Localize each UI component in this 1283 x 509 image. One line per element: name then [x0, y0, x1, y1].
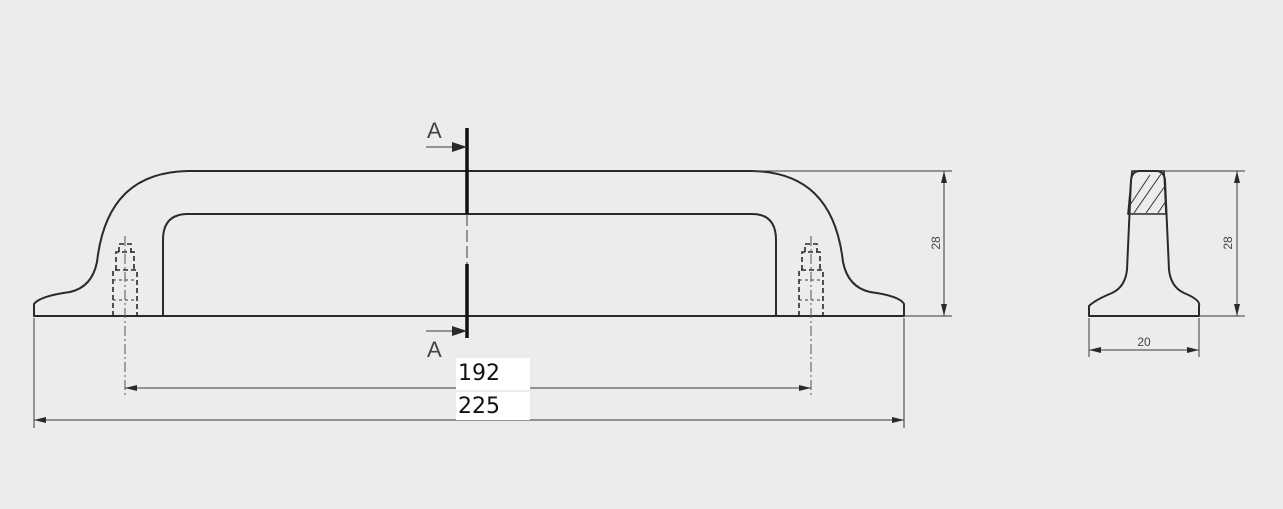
side-view-profile — [1088, 170, 1201, 317]
handle-outer-contour — [33, 170, 905, 317]
section-label-bottom: A — [427, 337, 442, 362]
dimension-192-text: 192 — [458, 361, 500, 386]
dimension-20-line — [1089, 347, 1199, 353]
section-label-top: A — [427, 118, 442, 143]
section-arrow-top — [426, 142, 467, 152]
handle-inner-opening — [162, 213, 777, 316]
dimension-225-line — [34, 417, 904, 423]
dimension-28-front-line — [941, 171, 947, 316]
dimension-192-label: 192 — [456, 358, 530, 390]
section-arrow-bottom — [426, 326, 467, 336]
section-hatch — [1127, 170, 1167, 215]
dimension-20-text: 20 — [1137, 335, 1151, 349]
dimension-225-text: 225 — [458, 394, 500, 419]
dimension-28-side-line — [1234, 171, 1240, 316]
dimension-28-side-text: 28 — [1221, 236, 1235, 250]
dimension-225-label: 225 — [456, 392, 530, 420]
dimension-28-front-text: 28 — [929, 236, 943, 250]
